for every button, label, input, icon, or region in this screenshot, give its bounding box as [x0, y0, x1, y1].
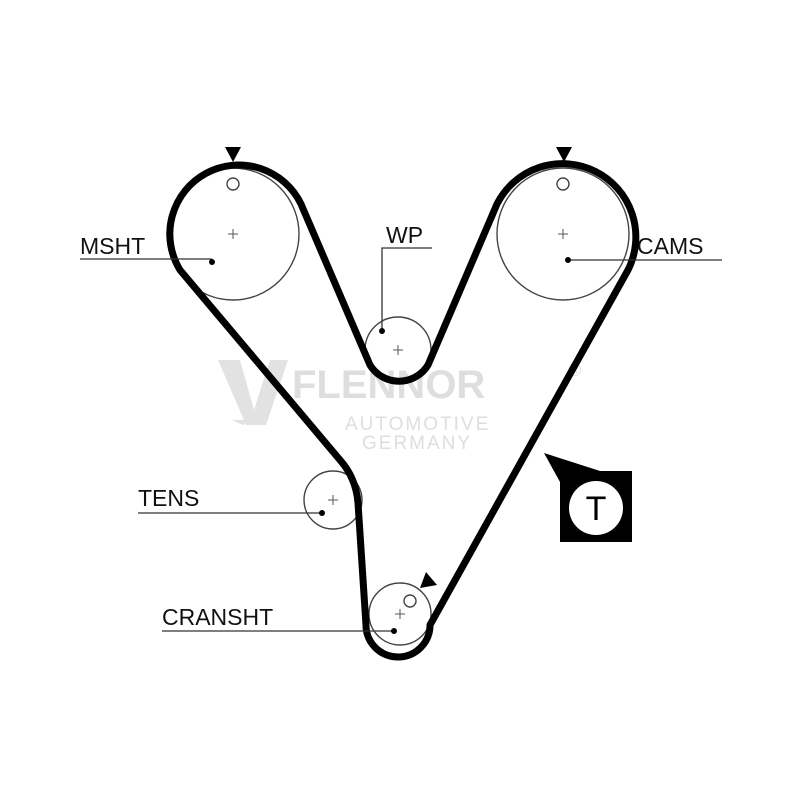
pulley-center-marks [228, 229, 568, 619]
label-crankshaft: CRANSHT [162, 604, 273, 630]
tensioner-center-icon [328, 495, 338, 505]
camshaft-left-timing-arrow-icon [225, 147, 241, 162]
label-camshaft-left: MSHT [80, 233, 145, 259]
label-camshaft-right: CAMS [637, 233, 703, 259]
crankshaft-timing-dot-icon [403, 594, 417, 608]
camshaft-right-timing-arrow-icon [556, 147, 572, 162]
tension-indicator: T [544, 453, 632, 542]
camshaft-left-center-icon [228, 229, 238, 239]
camshaft-right-pulley [496, 167, 630, 301]
label-water-pump: WP [386, 222, 423, 248]
watermark: FLENNOR ® AUTOMOTIVE GERMANY [218, 360, 581, 454]
timing-belt [166, 160, 640, 661]
tensioner-pulley [303, 470, 363, 530]
camshaft-left-timing-dot-icon [226, 177, 240, 191]
camshaft-right-timing-dot-icon [556, 177, 570, 191]
water-pump-center-icon [393, 345, 403, 355]
label-tensioner: TENS [138, 485, 199, 511]
leader-lines [80, 247, 722, 634]
crankshaft-center-icon [395, 609, 405, 619]
tension-badge-letter: T [586, 490, 607, 528]
timing-marks [225, 147, 572, 608]
crankshaft-timing-arrow-icon [420, 572, 437, 588]
watermark-line2: GERMANY [362, 433, 472, 454]
watermark-brand: FLENNOR [292, 363, 485, 407]
watermark-logo-icon [218, 360, 288, 425]
component-labels: MSHT WP CAMS TENS CRANSHT [80, 222, 703, 630]
watermark-line1: AUTOMOTIVE [345, 414, 490, 435]
tension-badge-circle [569, 481, 623, 535]
crankshaft-pulley [368, 582, 432, 646]
camshaft-right-center-icon [558, 229, 568, 239]
